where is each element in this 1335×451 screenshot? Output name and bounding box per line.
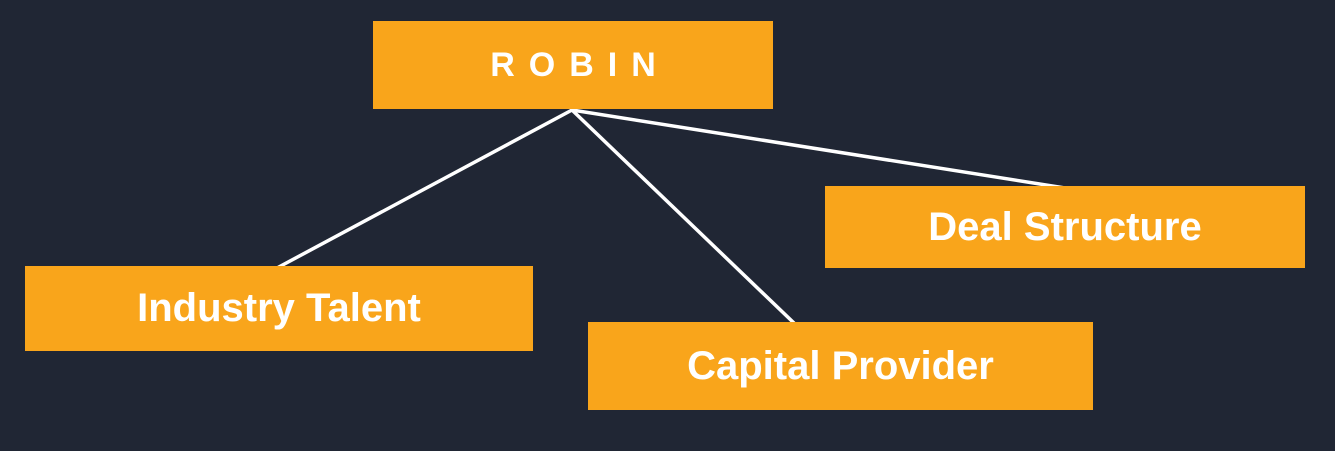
node-industry-talent: Industry Talent: [25, 266, 533, 351]
connector-root-to-capital-provider: [570, 108, 797, 326]
connector-root-to-industry-talent: [275, 108, 574, 270]
node-robin-label: ROBIN: [490, 45, 670, 84]
node-capital-provider-label: Capital Provider: [687, 343, 994, 388]
node-capital-provider: Capital Provider: [588, 322, 1093, 410]
node-deal-structure: Deal Structure: [825, 186, 1305, 268]
node-robin: ROBIN: [373, 21, 773, 109]
connector-root-to-deal-structure: [570, 108, 1067, 190]
node-industry-talent-label: Industry Talent: [137, 286, 421, 330]
node-deal-structure-label: Deal Structure: [928, 204, 1202, 249]
